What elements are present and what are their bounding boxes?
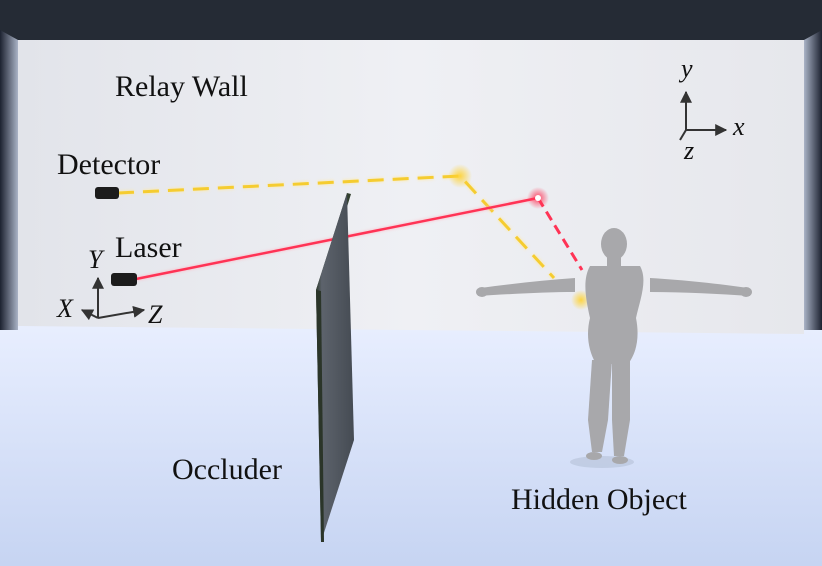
detector-wall-spot	[448, 164, 472, 188]
left-backdrop	[0, 30, 18, 330]
relay-wall-label: Relay Wall	[115, 70, 248, 103]
wall-axes	[679, 90, 728, 141]
right-backdrop	[804, 30, 822, 330]
detector-path	[117, 164, 591, 310]
laser-device	[111, 273, 137, 286]
hidden-object-label: Hidden Object	[511, 483, 687, 516]
hidden-object-figure	[476, 228, 752, 468]
floor	[0, 318, 822, 566]
wall-axis-z-label: z	[684, 136, 695, 165]
occluder-panel	[316, 193, 354, 542]
wall-axis-y-label: y	[681, 54, 693, 83]
detector-label: Detector	[57, 148, 161, 181]
occluder-label: Occluder	[172, 453, 282, 486]
world-axis-x-label: X	[57, 294, 73, 323]
laser-label: Laser	[115, 231, 182, 264]
wall-axis-x-label: x	[733, 112, 745, 141]
world-axis-y-label: Y	[88, 245, 103, 274]
world-axis-z-label: Z	[148, 300, 163, 329]
world-axes	[80, 276, 146, 321]
detector-device	[95, 187, 119, 199]
